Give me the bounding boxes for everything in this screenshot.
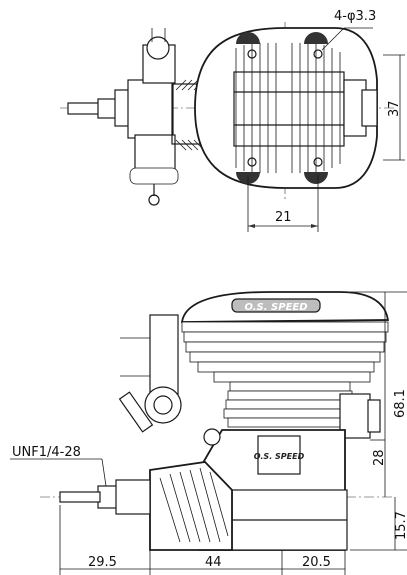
thread-label: UNF1/4-28 [12, 445, 81, 460]
rear-offset-dimension: 20.5 [302, 555, 331, 570]
mount-span-dimension: 44 [205, 555, 222, 570]
head-logo: O.S. SPEED [244, 302, 307, 313]
mount-hole-label: 4-φ3.3 [334, 9, 376, 24]
side-view: O.S. SPEED O.S. SPEED [10, 291, 407, 575]
top-width-dimension: 21 [275, 210, 292, 225]
top-view [60, 22, 405, 232]
case-logo: O.S. SPEED [254, 452, 305, 461]
crank-to-base-dimension: 15.7 [394, 511, 407, 540]
crank-to-head-dimension: 68.1 [393, 389, 407, 418]
shaft-length-dimension: 29.5 [88, 555, 117, 570]
top-height-dimension: 37 [387, 100, 402, 117]
crank-to-carb-dimension: 28 [372, 449, 387, 466]
